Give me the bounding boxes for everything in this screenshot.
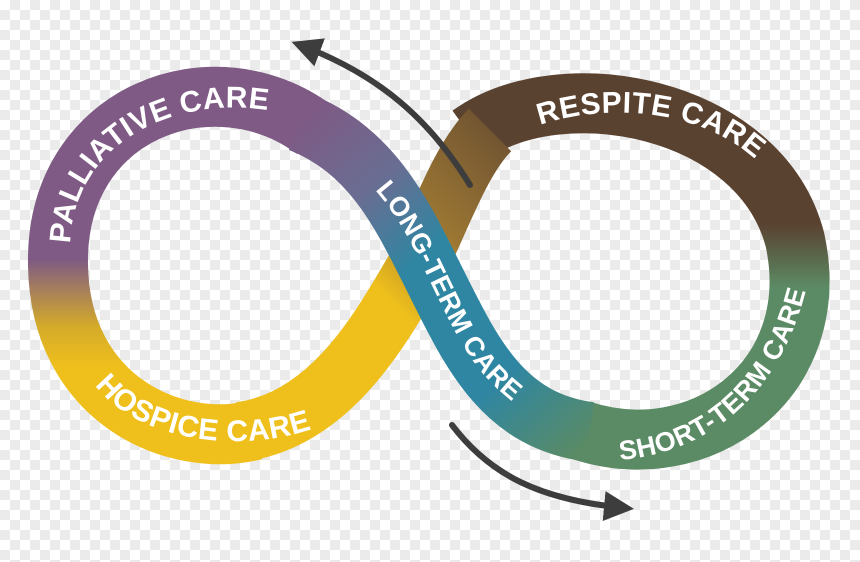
left-loop-band (27, 66, 333, 465)
right-loop-band (452, 73, 830, 470)
arrow-down-right (449, 422, 634, 521)
palliative-care-label: PALLIATIVE CARE (44, 81, 271, 244)
arrow-up-left (291, 38, 473, 188)
long-term-band (287, 94, 595, 462)
